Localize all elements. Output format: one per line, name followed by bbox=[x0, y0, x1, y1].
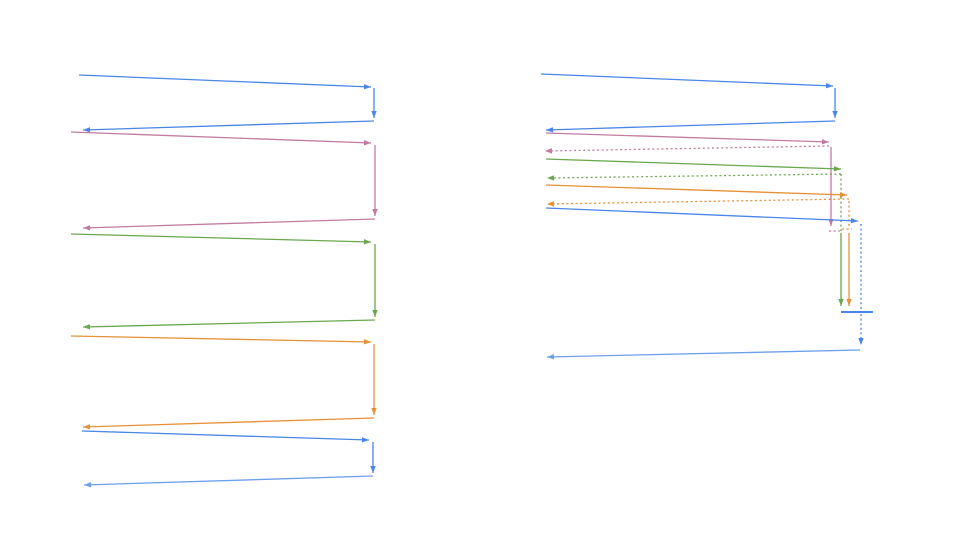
p1-msg2-insert-seg1-line bbox=[546, 173, 842, 179]
p0-msg1-insert-seg0-arrowhead-icon bbox=[363, 140, 371, 146]
p0-msg3-insert-seg2-line bbox=[82, 417, 375, 428]
p1-msg4-commit-seg4-arrowhead-icon bbox=[547, 354, 555, 360]
p1-msg3-insert-seg0-line bbox=[545, 184, 848, 196]
p1-msg1-insert-seg2-line bbox=[544, 145, 830, 152]
p1-msg2-insert-seg0-line bbox=[545, 158, 842, 170]
p0-msg1-insert-seg1-arrowhead-icon bbox=[372, 209, 378, 216]
p1-msg0-begin-seg2-line bbox=[545, 120, 836, 131]
p0-msg0-begin-seg0-arrowhead-icon bbox=[363, 84, 371, 90]
p0-msg4-commit-seg1-arrowhead-icon bbox=[370, 466, 376, 473]
p1-msg0-begin-seg0-line bbox=[540, 73, 834, 87]
p0-msg1-insert-seg0-line bbox=[70, 131, 372, 144]
p1-msg2-insert-seg3-arrowhead-icon bbox=[838, 299, 844, 306]
p0-msg2-insert-seg2-arrowhead-icon bbox=[83, 324, 91, 330]
p1-msg1-insert-seg2-arrowhead-icon bbox=[545, 148, 553, 154]
p0-msg4-commit-seg0-arrowhead-icon bbox=[361, 437, 369, 443]
p0-msg1-insert-seg2-arrowhead-icon bbox=[83, 225, 91, 231]
p1-msg4-commit-seg0-line bbox=[545, 207, 859, 222]
p0-msg0-begin-seg0-line bbox=[78, 74, 372, 88]
p0-msg0-begin-seg2-line bbox=[82, 120, 375, 131]
p1-msg4-commit-seg4-line bbox=[546, 349, 861, 358]
p1-msg0-begin-seg2-arrowhead-icon bbox=[546, 127, 554, 133]
p1-msg3-insert-seg4-arrowhead-icon bbox=[846, 299, 852, 306]
p0-msg0-begin-seg1-arrowhead-icon bbox=[371, 111, 377, 118]
p1-msg1-insert-seg0-line bbox=[545, 132, 830, 143]
p1-msg3-insert-seg0-arrowhead-icon bbox=[839, 192, 847, 198]
p0-msg2-insert-seg0-line bbox=[70, 233, 372, 243]
p1-msg0-begin-seg1-arrowhead-icon bbox=[832, 111, 838, 118]
p1-msg2-insert-seg0-arrowhead-icon bbox=[833, 166, 841, 172]
p0-msg1-insert-seg2-line bbox=[82, 218, 376, 229]
p0-msg2-insert-seg0-arrowhead-icon bbox=[363, 239, 371, 245]
p1-msg4-commit-seg0-arrowhead-icon bbox=[850, 218, 858, 224]
p1-msg4-commit-seg3-arrowhead-icon bbox=[858, 338, 864, 345]
p0-msg0-begin-seg2-arrowhead-icon bbox=[83, 127, 91, 133]
p1-msg2-insert-seg1-arrowhead-icon bbox=[547, 175, 555, 181]
p0-msg3-insert-seg2-arrowhead-icon bbox=[83, 424, 91, 430]
p1-msg3-insert-seg1-line bbox=[546, 198, 850, 205]
p0-msg4-commit-seg0-line bbox=[81, 430, 370, 441]
p0-msg4-commit-seg2-arrowhead-icon bbox=[84, 482, 92, 488]
p0-msg3-insert-seg0-line bbox=[70, 335, 372, 343]
p1-msg0-begin-seg0-arrowhead-icon bbox=[825, 83, 833, 89]
p1-msg3-insert-seg1-arrowhead-icon bbox=[547, 201, 555, 207]
p0-msg3-insert-seg0-arrowhead-icon bbox=[363, 339, 371, 345]
p1-msg1-insert-seg1-arrowhead-icon bbox=[828, 219, 834, 226]
p0-msg4-commit-seg2-line bbox=[83, 475, 374, 486]
p0-msg2-insert-seg1-arrowhead-icon bbox=[372, 310, 378, 317]
p0-msg3-insert-seg1-arrowhead-icon bbox=[371, 408, 377, 415]
p1-msg1-insert-seg0-arrowhead-icon bbox=[821, 139, 829, 145]
p0-msg2-insert-seg2-line bbox=[82, 319, 376, 328]
